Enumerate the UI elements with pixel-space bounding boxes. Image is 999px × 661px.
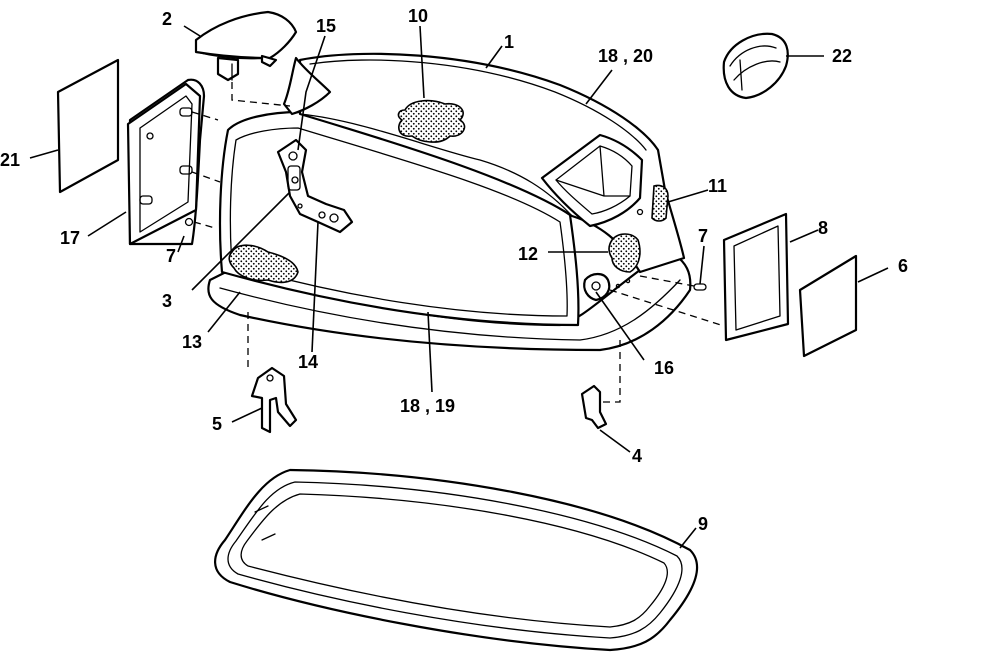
callout-18-19: 18 , 19 xyxy=(400,396,455,416)
callout-10: 10 xyxy=(408,6,428,26)
callout-8: 8 xyxy=(818,218,828,238)
callout-22: 22 xyxy=(832,46,852,66)
callout-13: 13 xyxy=(182,332,202,352)
strap xyxy=(722,32,789,100)
side-frame-right xyxy=(722,212,790,342)
callout-7-right: 7 xyxy=(698,226,708,246)
callout-11: 11 xyxy=(708,176,727,196)
callout-7-left: 7 xyxy=(166,246,176,266)
decal-right xyxy=(798,254,858,358)
screw-left xyxy=(184,217,216,229)
callout-2: 2 xyxy=(162,9,172,29)
screw-right xyxy=(693,283,707,291)
callout-16: 16 xyxy=(654,358,674,378)
sponge-strip xyxy=(651,184,669,222)
grommet xyxy=(583,272,611,302)
callout-12: 12 xyxy=(518,244,538,264)
callout-17: 17 xyxy=(60,228,80,248)
callout-9: 9 xyxy=(698,514,708,534)
callout-18-20: 18 , 20 xyxy=(598,46,653,66)
callout-15: 15 xyxy=(316,16,336,36)
callout-4: 4 xyxy=(632,446,642,466)
top-handle xyxy=(194,10,298,82)
sponge-top xyxy=(397,99,466,143)
side-frame xyxy=(126,78,206,246)
callout-6: 6 xyxy=(898,256,908,276)
decal-left xyxy=(56,58,120,194)
callout-14: 14 xyxy=(298,352,318,372)
assembly-lines xyxy=(191,82,725,403)
engine-cover-body xyxy=(207,52,692,352)
callout-1: 1 xyxy=(504,32,514,52)
sponge-front xyxy=(228,244,299,284)
seal-gasket xyxy=(214,468,699,652)
callout-5: 5 xyxy=(212,414,222,434)
callout-21: 21 xyxy=(0,150,20,170)
latch-bracket xyxy=(276,138,354,234)
bracket-left xyxy=(250,366,298,434)
callout-3: 3 xyxy=(162,291,172,311)
sponge-side xyxy=(608,233,641,273)
bracket-right xyxy=(580,384,608,430)
leader-lines xyxy=(29,25,889,549)
